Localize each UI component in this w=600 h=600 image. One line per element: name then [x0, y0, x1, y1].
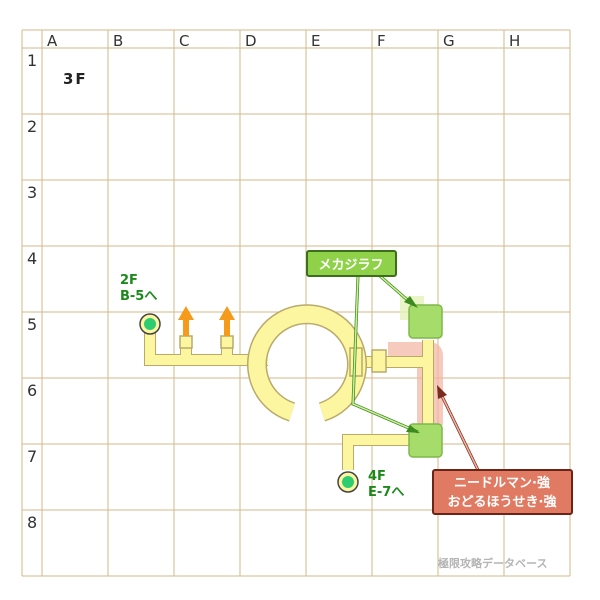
col-header-f: F [377, 32, 386, 50]
ring-room [248, 305, 366, 421]
arrow-up-icon [219, 306, 235, 336]
col-header-d: D [245, 32, 257, 50]
grid-lines [21, 29, 571, 577]
row-header-5: 5 [27, 315, 37, 334]
boss-pointer [437, 385, 480, 471]
col-header-a: A [47, 32, 58, 50]
row-header-1: 1 [27, 51, 37, 70]
floor-label: 3F [63, 70, 88, 88]
boss-label-line1: ニードルマン·強 [454, 475, 550, 491]
stairs-2f-floor: 2F [120, 273, 138, 288]
boss-label-tag: ニードルマン·強 おどるほうせき·強 [432, 469, 573, 515]
row-headers: 1 2 3 4 5 6 7 8 [27, 51, 37, 532]
stairs-marker-4f[interactable] [337, 471, 359, 493]
col-header-g: G [443, 32, 455, 50]
corridors [144, 304, 434, 470]
up-arrows [178, 306, 235, 336]
watermark: 極限攻略データベース [437, 556, 547, 570]
row-header-8: 8 [27, 513, 37, 532]
stairs-4f-floor: 4F [368, 469, 386, 484]
col-header-c: C [179, 32, 189, 50]
col-header-b: B [113, 32, 123, 50]
stairs-marker-2f[interactable] [139, 313, 161, 335]
arrow-up-icon [178, 306, 194, 336]
enemy-label-tag: メカジラフ [306, 250, 397, 277]
col-header-h: H [509, 32, 520, 50]
column-headers: A B C D E F G H [47, 32, 520, 50]
enemy-label: メカジラフ [318, 258, 383, 273]
stairs-2f-dest: B-5へ [120, 289, 157, 304]
col-header-e: E [311, 32, 320, 50]
boss-label-line2: おどるほうせき·強 [448, 494, 557, 510]
row-header-4: 4 [27, 249, 37, 268]
row-header-7: 7 [27, 447, 37, 466]
row-header-3: 3 [27, 183, 37, 202]
room-upper [408, 304, 443, 339]
stairs-4f-dest: E-7へ [368, 485, 404, 500]
enemy-pointers [351, 274, 420, 434]
row-header-2: 2 [27, 117, 37, 136]
row-header-6: 6 [27, 381, 37, 400]
